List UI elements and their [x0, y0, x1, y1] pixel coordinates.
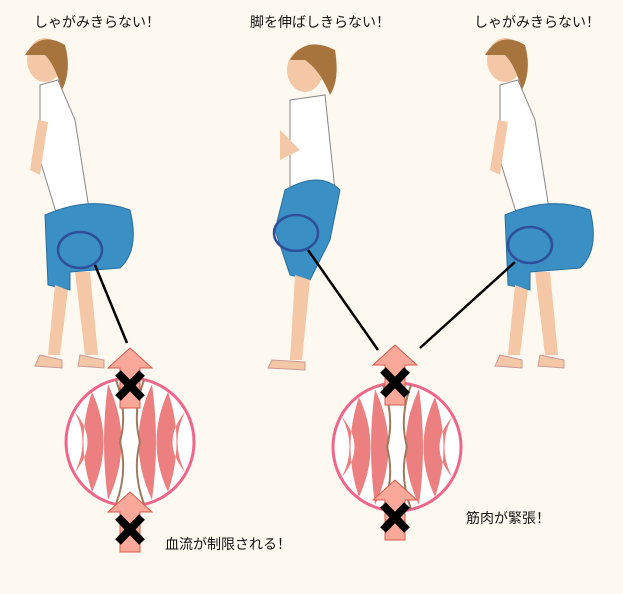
caption-blood-flow: 血流が制限される！ — [165, 537, 291, 553]
caption-left-squat: しゃがみきらない！ — [34, 15, 160, 31]
focus-rings — [56, 213, 554, 270]
middle-standing-figure — [267, 44, 341, 371]
caption-middle-stand: 脚を伸ばしきらない！ — [250, 15, 390, 31]
right-squat-figure — [484, 37, 594, 369]
pointer-lines — [93, 249, 516, 351]
caption-muscle-tension: 筋肉が緊張！ — [466, 511, 550, 527]
caption-right-squat: しゃがみきらない！ — [474, 15, 600, 31]
